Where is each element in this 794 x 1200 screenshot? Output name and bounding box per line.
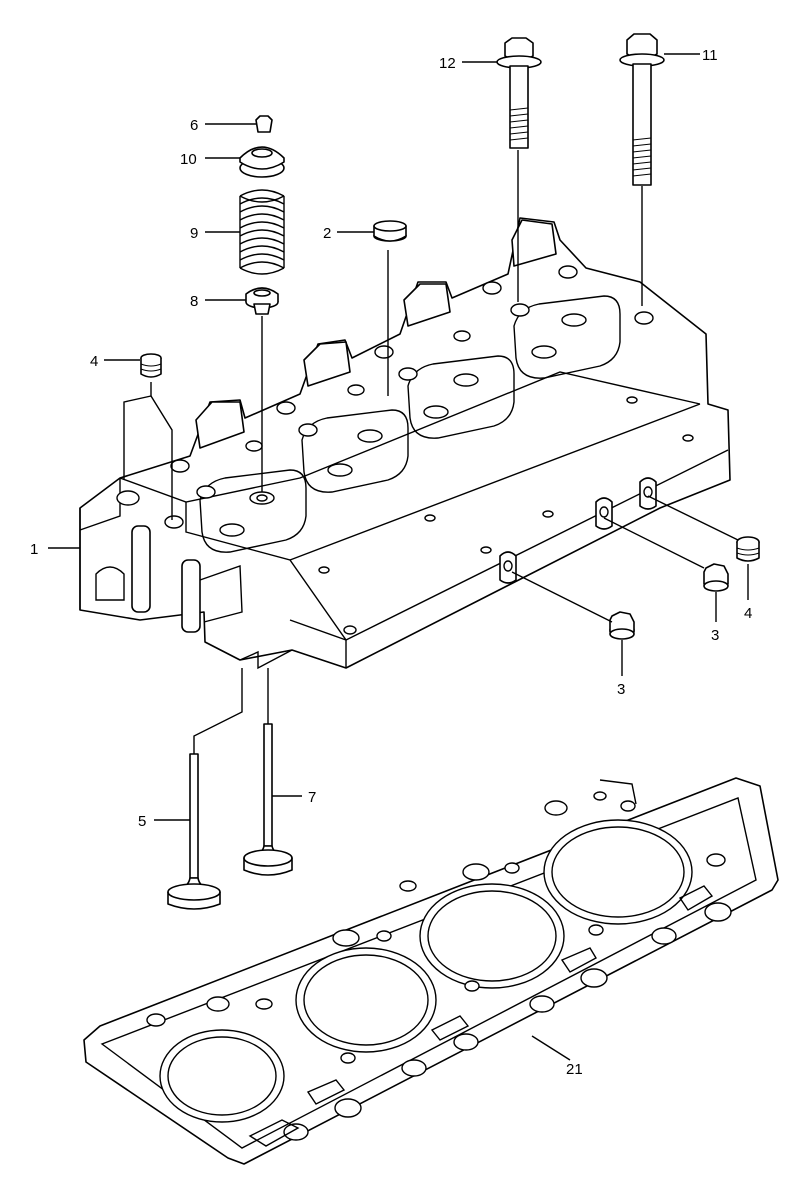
callout-3-lower: 3 xyxy=(617,681,625,698)
callout-21: 21 xyxy=(566,1061,583,1078)
bolt-part-11 xyxy=(619,33,665,186)
exhaust-valve-part-5 xyxy=(167,753,221,910)
callout-4-right: 4 xyxy=(744,605,752,622)
callout-3-upper: 3 xyxy=(711,627,719,644)
callout-7: 7 xyxy=(308,789,316,806)
valve-keeper-part-6 xyxy=(255,115,273,133)
bolt-part-12 xyxy=(496,37,542,149)
callout-labels: 1 2 3 3 4 4 5 6 7 8 9 10 11 12 21 xyxy=(30,47,752,1078)
callout-9: 9 xyxy=(190,225,198,242)
cylinder-head-part-1 xyxy=(79,217,731,670)
callout-1: 1 xyxy=(30,541,38,558)
callout-4-left: 4 xyxy=(90,353,98,370)
callout-2: 2 xyxy=(323,225,331,242)
valve-stem-seal-part-8 xyxy=(245,287,279,315)
callout-10: 10 xyxy=(180,151,197,168)
plug-part-4-right xyxy=(736,536,760,562)
callout-12: 12 xyxy=(439,55,456,72)
leader-lines xyxy=(48,53,749,1061)
plug-part-3-upper xyxy=(703,563,729,592)
plug-part-3-lower xyxy=(609,611,635,640)
valve-seat-part-2 xyxy=(373,220,407,242)
callout-11: 11 xyxy=(702,47,718,64)
intake-valve-part-7 xyxy=(243,723,293,876)
valve-spring-part-9 xyxy=(239,189,285,275)
callout-8: 8 xyxy=(190,293,198,310)
plug-part-4-left xyxy=(140,353,162,378)
callout-6: 6 xyxy=(190,117,198,134)
spring-retainer-part-10 xyxy=(239,146,285,178)
callout-5: 5 xyxy=(138,813,146,830)
head-gasket-part-21 xyxy=(83,777,779,1165)
